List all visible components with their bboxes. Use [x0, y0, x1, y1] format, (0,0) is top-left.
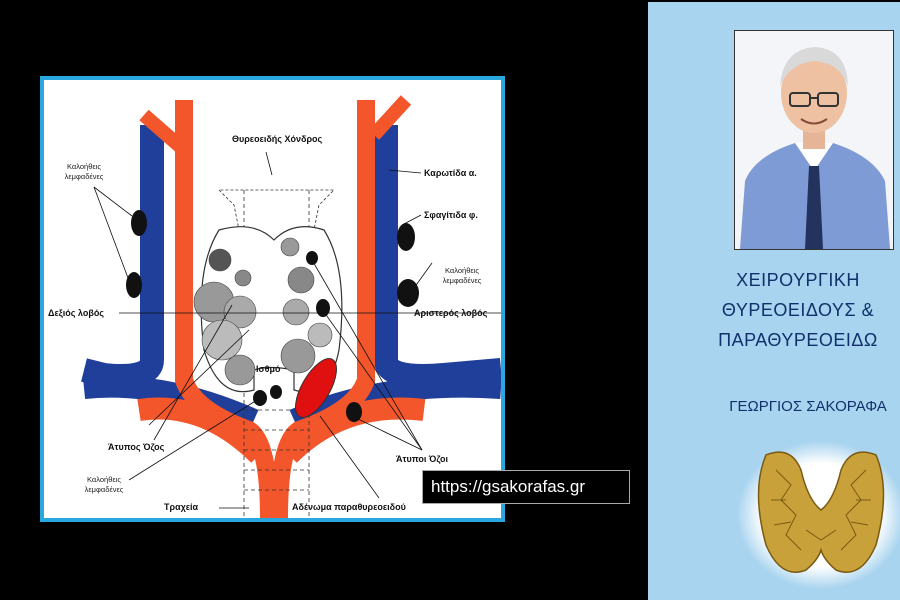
right-artery-branch	[139, 109, 189, 156]
label-left-lobe: Αριστερός λοβός	[414, 308, 488, 318]
right-carotid-artery	[175, 100, 278, 518]
title-line-1: ΧΕΙΡΟΥΡΓΙΚΗ	[736, 270, 860, 290]
author-photo	[734, 30, 894, 250]
label-benign-nodes-right: Καλοήθεις λεμφαδένες	[442, 266, 482, 285]
label-atypical-nodule: Άτυπος Όζος	[108, 442, 165, 452]
sidebar-panel: ΧΕΙΡΟΥΡΓΙΚΗ ΘΥΡΕΟΕΙΔΟΥΣ & ΠΑΡΑΘΥΡΕΟΕΙΔΩ …	[648, 2, 900, 600]
right-subclavian-artery	[137, 397, 267, 463]
parathyroid-adenoma	[295, 358, 337, 418]
label-right-lobe: Δεξιός λοβός	[48, 308, 104, 318]
thyroid-logo-icon	[737, 441, 900, 589]
title-line-3: ΠΑΡΑΘΥΡΕΟΕΙΔΩ	[718, 330, 878, 350]
label-atypical-nodules: Άτυποι Όζοι	[396, 454, 448, 464]
lymph-nodes	[126, 210, 419, 422]
right-jugular-vein	[81, 125, 164, 388]
anatomy-diagram: Θυρεοειδής Χόνδρος Καρωτίδα α. Σφαγίτιδα…	[40, 76, 505, 522]
title-line-2: ΘΥΡΕΟΕΙΔΟΥΣ &	[721, 300, 875, 320]
left-carotid-artery	[270, 100, 375, 518]
thyroid-logo	[736, 440, 900, 590]
label-parathyroid-adenoma: Αδένωμα παραθυρεοειδού	[292, 502, 406, 512]
pointer-lines	[93, 151, 501, 509]
right-brachiocephalic-vein	[82, 375, 259, 431]
left-brachiocephalic-vein	[289, 375, 501, 431]
left-artery-branch	[368, 95, 412, 140]
label-isthmus: Ισθμό	[256, 364, 281, 374]
thyroid-nodules	[193, 237, 333, 386]
label-benign-nodes-top-left: Καλοήθεις λεμφαδένες	[64, 162, 104, 181]
left-jugular-vein	[374, 125, 501, 388]
label-jugular: Σφαγίτιδα φ.	[424, 210, 478, 220]
anatomy-illustration	[81, 95, 501, 518]
label-benign-nodes-bottom-left: Καλοήθεις λεμφαδένες	[84, 475, 124, 494]
website-url-badge[interactable]: https://gsakorafas.gr	[422, 470, 630, 504]
label-carotid: Καρωτίδα α.	[424, 168, 477, 178]
portrait-image	[735, 31, 893, 249]
label-thyroid-cartilage: Θυρεοειδής Χόνδρος	[232, 134, 323, 144]
author-name: ΓΕΩΡΓΙΟΣ ΣΑΚΟΡΑΦΑ	[729, 398, 887, 415]
label-trachea: Τραχεία	[164, 502, 199, 512]
